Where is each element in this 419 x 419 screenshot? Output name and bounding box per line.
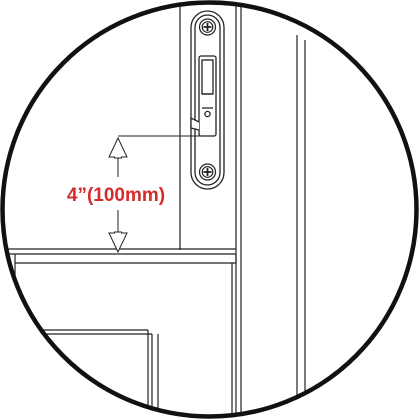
latch-lever bbox=[190, 55, 217, 137]
dimension-label: 4”(100mm) bbox=[67, 185, 165, 206]
screw-top bbox=[198, 18, 217, 36]
detail-view: 4”(100mm) bbox=[2, 2, 306, 417]
phillips-screw-icon bbox=[198, 18, 217, 36]
dimension-indicator bbox=[108, 135, 203, 255]
dimension-arrow-up-icon bbox=[108, 136, 128, 159]
door-frame bbox=[179, 2, 306, 417]
screw-bottom bbox=[198, 163, 217, 181]
dimension-arrow-down-icon bbox=[108, 231, 128, 254]
phillips-screw-icon bbox=[198, 163, 217, 181]
